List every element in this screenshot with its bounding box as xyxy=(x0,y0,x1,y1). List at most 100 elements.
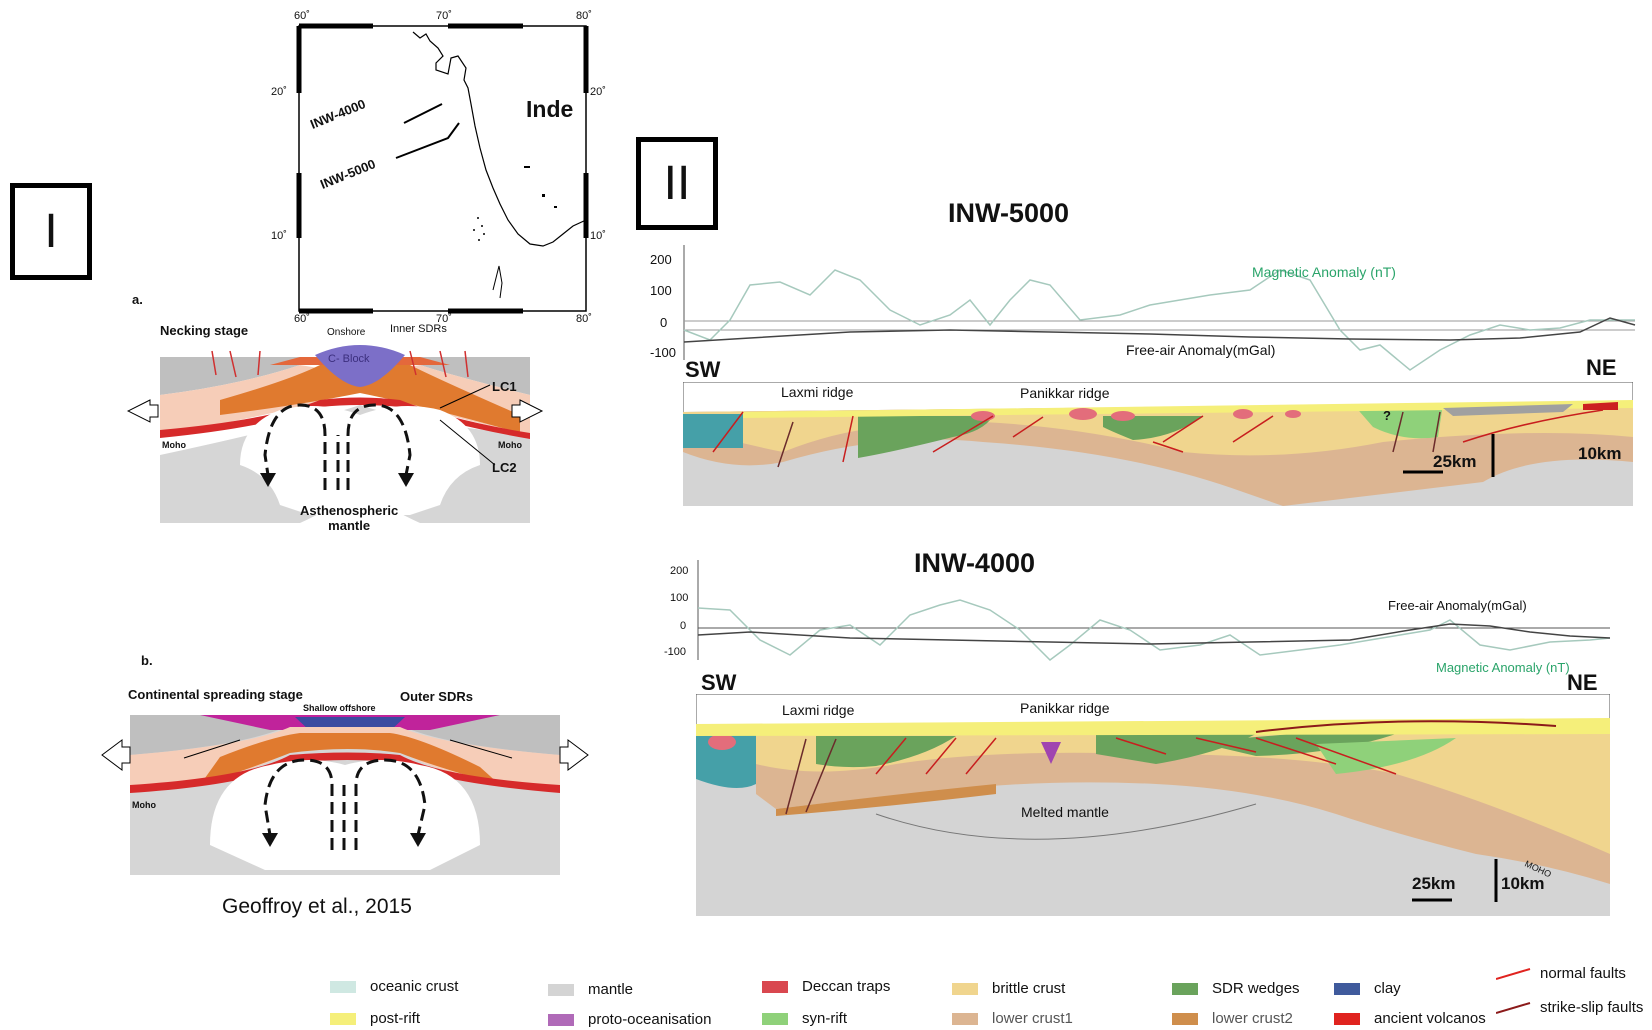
stage-b-diagram: b. Continental spreading stage Shallow o… xyxy=(100,645,600,875)
map-country-label: Inde xyxy=(526,96,574,122)
stage-a-svg xyxy=(126,345,544,523)
faults-5000 xyxy=(712,409,1604,463)
legend-label: brittle crust xyxy=(992,980,1066,997)
profile-5000-anomaly-svg xyxy=(683,245,1636,371)
convection-arrows xyxy=(263,403,412,490)
legend-swatch xyxy=(548,983,574,996)
map-frame xyxy=(296,23,589,314)
profile-5000-ytick-m100: -100 xyxy=(650,345,677,360)
profile-5000-ytick-0: 0 xyxy=(660,315,668,330)
legend-item-post-rift: post-rift xyxy=(330,1010,420,1027)
profile-4000-sw: SW xyxy=(701,670,737,695)
legend-label: oceanic crust xyxy=(370,978,459,995)
stage-b-title: Continental spreading stage xyxy=(128,687,303,702)
legend-label: normal faults xyxy=(1540,965,1626,982)
profile-4000-ytick-m100: -100 xyxy=(664,646,687,658)
legend-item-syn-rift: syn-rift xyxy=(762,1010,847,1027)
legend-swatch xyxy=(952,982,978,995)
stage-b-outer-sdrs: Outer SDRs xyxy=(400,689,473,704)
map-top-tick-60: 60˚ xyxy=(294,10,310,22)
profile-4000-ytick-0: 0 xyxy=(680,620,687,632)
legend-item-deccan-traps: Deccan traps xyxy=(762,978,890,995)
panel-label-II: II xyxy=(636,137,718,230)
legend-item-lower-crust1: lower crust1 xyxy=(952,1010,1073,1027)
magnetic-curve-5000 xyxy=(683,269,1635,371)
island-chain xyxy=(492,265,503,299)
legend-label: clay xyxy=(1374,980,1401,997)
map-right-tick-20: 20˚ xyxy=(590,86,606,98)
legend-item-oceanic-crust: oceanic crust xyxy=(330,978,458,995)
inw-5000-line xyxy=(395,122,460,159)
freeair-curve-4000 xyxy=(697,623,1611,645)
stage-b-svg xyxy=(101,715,589,875)
profile-4000-anomaly-svg xyxy=(697,560,1611,661)
legend-label: strike-slip faults xyxy=(1540,999,1644,1016)
legend-item-ancient-volcanos: ancient volcanos xyxy=(1334,1010,1486,1027)
legend-swatch xyxy=(330,980,356,993)
legend-item-strike-slip-faults: strike-slip faults xyxy=(1496,999,1643,1016)
legend-swatch xyxy=(762,980,788,993)
inw-4000-line xyxy=(403,103,443,124)
stage-a-cblock: C- Block xyxy=(328,353,370,365)
profile-5000-scale-h: 25km xyxy=(1433,452,1477,471)
profile-4000-section: Laxmi ridge Panikkar ridge Melted mantle… xyxy=(695,693,1611,917)
faults-4000 xyxy=(875,737,1397,775)
legend-swatch xyxy=(1334,982,1360,995)
profile-5000-ytick-200: 200 xyxy=(650,252,672,267)
legend-label: Deccan traps xyxy=(802,978,891,995)
profile-4000-panikkar: Panikkar ridge xyxy=(1020,700,1110,716)
stage-a-lc2: LC2 xyxy=(492,460,517,475)
map-svg xyxy=(296,23,589,314)
legend-item-lower-crust2: lower crust2 xyxy=(1172,1010,1293,1027)
freeair-curve-5000 xyxy=(683,317,1636,343)
left-extension-arrow xyxy=(126,399,159,423)
profile-5000-panikkar: Panikkar ridge xyxy=(1020,385,1110,401)
stage-a-lc1: LC1 xyxy=(492,379,517,394)
stage-a-moho-left: Moho xyxy=(162,440,186,450)
stage-a-onshore: Onshore xyxy=(327,327,366,338)
legend-swatch xyxy=(762,1012,788,1025)
profile-4000-freeair-label: Free-air Anomaly(mGal) xyxy=(1388,598,1527,613)
legend-item-proto-oceanisation: proto-oceanisation xyxy=(548,1011,711,1028)
faults-a xyxy=(211,350,469,378)
legend-swatch xyxy=(952,1012,978,1025)
stage-a-title: Necking stage xyxy=(160,323,249,338)
legend-item-sdr-wedges: SDR wedges xyxy=(1172,980,1300,997)
legend-label: lower crust2 xyxy=(1212,1010,1293,1027)
map-bottom-tick-60: 60˚ xyxy=(294,313,310,325)
legend-item-normal-faults: normal faults xyxy=(1496,965,1626,982)
right-extension-arrow-b xyxy=(559,739,589,771)
panel-label-I: I xyxy=(10,183,92,280)
profile-5000-section: Laxmi ridge Panikkar ridge ? 25km 10km xyxy=(682,381,1634,507)
legend-label: post-rift xyxy=(370,1010,421,1027)
legend-swatch xyxy=(1334,1012,1360,1025)
legend-swatch xyxy=(1172,1012,1198,1025)
profile-4000-title: INW-4000 xyxy=(914,548,1035,578)
profile-4000-ne: NE xyxy=(1567,670,1598,695)
stage-b-moho: Moho xyxy=(132,800,156,810)
convection-arrows-b xyxy=(263,758,427,850)
legend-label: lower crust1 xyxy=(992,1010,1073,1027)
legend-label: mantle xyxy=(588,981,634,998)
panel-label-I-text: I xyxy=(44,205,58,258)
profile-5000-scale-v: 10km xyxy=(1578,444,1622,463)
profile-5000-anomaly-plot: 200 100 0 -100 Magnetic Anomaly (nT) Fre… xyxy=(650,240,1640,380)
profile-4000-ytick-200: 200 xyxy=(670,565,689,577)
profile-4000-magnetic-label: Magnetic Anomaly (nT) xyxy=(1436,660,1570,675)
citation: Geoffroy et al., 2015 xyxy=(222,895,412,918)
profile-5000-sw: SW xyxy=(685,357,721,382)
legend-swatch xyxy=(330,1012,356,1025)
location-map: 60˚ 70˚ 80˚ 60˚ 70˚ 80˚ 20˚ 10˚ 20˚ 10˚ … xyxy=(268,8,618,325)
legend-label: ancient volcanos xyxy=(1374,1010,1486,1027)
magnetic-curve-4000 xyxy=(697,599,1611,661)
profile-4000-melted: Melted mantle xyxy=(1021,804,1109,820)
legend-item-mantle: mantle xyxy=(548,981,633,998)
stage-b-shallow: Shallow offshore xyxy=(303,703,376,713)
islands xyxy=(473,166,557,241)
stage-b-letter: b. xyxy=(141,653,153,668)
right-extension-arrow xyxy=(511,399,544,423)
profile-5000-magnetic-label: Magnetic Anomaly (nT) xyxy=(1252,264,1396,280)
left-extension-arrow-b xyxy=(101,739,131,771)
stage-a-inner-sdrs: Inner SDRs xyxy=(390,323,447,335)
profile-5000-q: ? xyxy=(1383,408,1391,423)
